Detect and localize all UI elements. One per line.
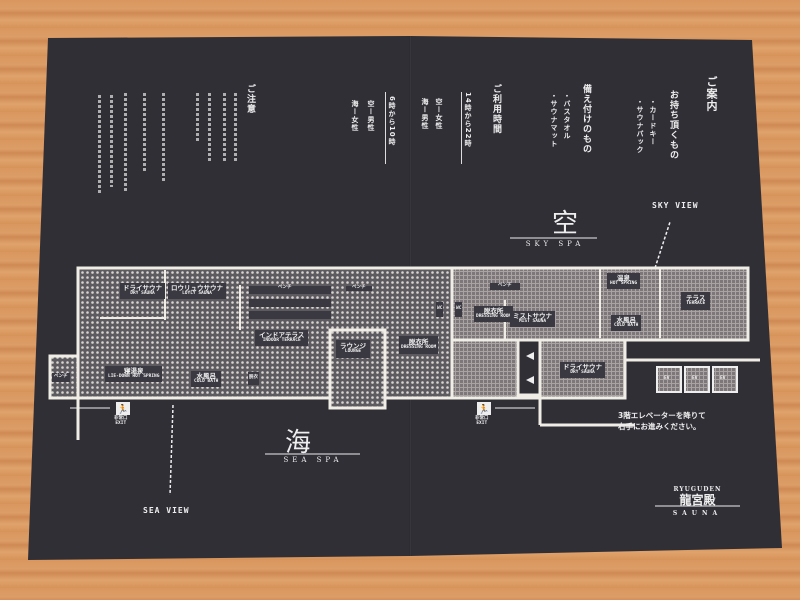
- wc: WC: [436, 302, 444, 317]
- entrance-arrow-icon: [526, 352, 534, 360]
- provided-item: ・サウナマット: [550, 92, 558, 148]
- caution-note: [143, 93, 146, 173]
- bench: ベンチ: [346, 285, 372, 291]
- provided-item: ・バスタオル: [563, 92, 571, 140]
- directions-line: 右手にお進みください。: [618, 422, 701, 432]
- hours-evening: 14時から22時: [464, 92, 472, 148]
- logo-top: RYUGUDEN: [673, 486, 722, 493]
- wc: WC: [455, 302, 463, 317]
- exit-icon: 🏃: [116, 402, 130, 415]
- sky-spa-label: SKY SPA: [525, 240, 585, 248]
- directions: 3階エレベーターを降りて 右手にお進みください。: [618, 410, 706, 433]
- hours-title: ご利用時間: [491, 84, 501, 134]
- bench: ベンチ: [490, 283, 520, 290]
- morning-sky: 空ー男性: [367, 100, 375, 132]
- logo: RYUGUDEN 龍宮殿 SAUNA: [655, 486, 740, 517]
- logo-kanji: 龍宮殿: [679, 493, 716, 507]
- bring-item: ・サウナパック: [636, 98, 644, 154]
- entrance-arrow-icon: [526, 376, 534, 384]
- caution-title: ご注意: [245, 84, 255, 114]
- directions-line: 3階エレベーターを降りて: [618, 411, 706, 420]
- sea-view-arrow: [169, 404, 174, 496]
- evening-sky: 空ー女性: [435, 98, 443, 130]
- bring-item: ・カードキー: [649, 98, 657, 146]
- divider: [461, 92, 462, 164]
- caution-note: [223, 93, 226, 161]
- sky-view-label: SKY VIEW: [652, 201, 699, 210]
- sea-spa-label: SEA SPA: [283, 456, 343, 464]
- caution-note: [110, 95, 113, 187]
- sea-kanji: 海: [284, 428, 311, 458]
- sky-view-arrow: [654, 221, 671, 269]
- morning-sea: 海ー女性: [351, 100, 359, 132]
- room-small: 脱衣: [248, 372, 259, 385]
- elevator: EV: [720, 376, 726, 381]
- svg-text:🏃: 🏃: [117, 403, 128, 415]
- sea-view-label: SEA VIEW: [143, 506, 190, 515]
- guide-title: ご案内: [705, 76, 718, 112]
- provided-title: 備え付けのもの: [581, 84, 591, 154]
- sky-kanji: 空: [551, 209, 578, 239]
- logo-bottom: SAUNA: [672, 510, 723, 517]
- caution-note: [208, 93, 211, 163]
- hours-morning: 6時から10時: [388, 96, 396, 146]
- bring-title: お持ち頂くもの: [668, 90, 678, 160]
- elevator: EV: [692, 376, 698, 381]
- caution-note: [234, 93, 237, 163]
- caution-note: [98, 95, 101, 195]
- bench: ベンチ: [52, 373, 70, 382]
- bench: ベンチ: [278, 285, 292, 290]
- svg-text:🏃: 🏃: [478, 403, 489, 415]
- caution-note: [196, 93, 199, 141]
- caution-note: [162, 93, 165, 181]
- corridor: [516, 338, 542, 397]
- evening-sea: 海ー男性: [421, 98, 429, 130]
- divider: [385, 92, 386, 164]
- exit-icon: 🏃: [477, 402, 491, 415]
- caution-note: [124, 93, 127, 193]
- elevator: EV: [664, 376, 670, 381]
